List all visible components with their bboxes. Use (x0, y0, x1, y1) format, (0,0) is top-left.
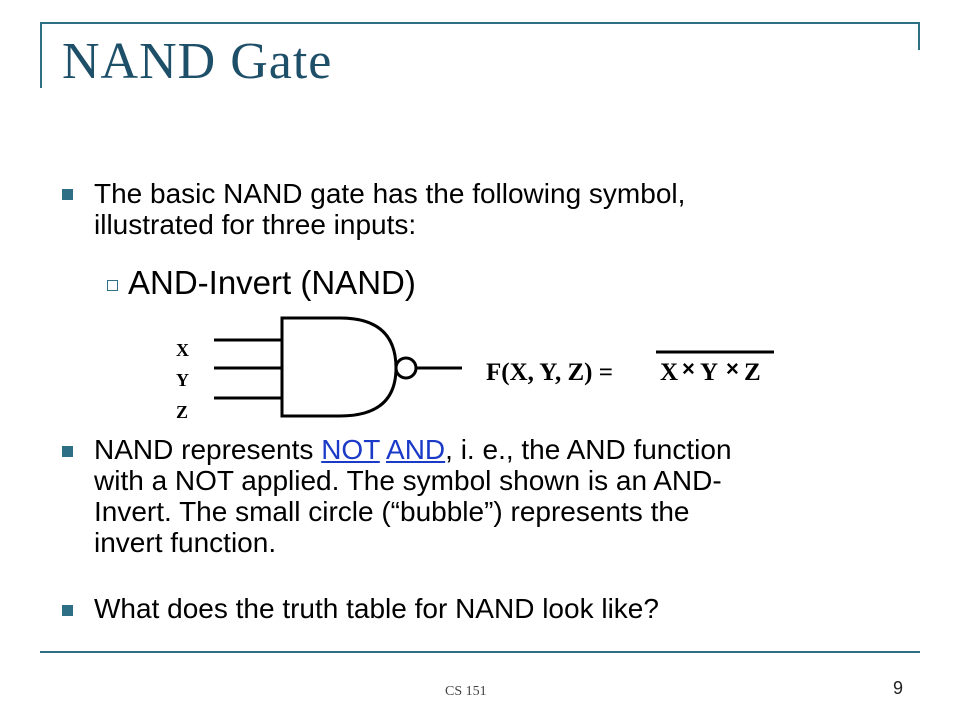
bullet2-text: NAND represents NOT AND, i. e., the AND … (94, 434, 914, 558)
bullet1-line1: The basic NAND gate has the following sy… (94, 178, 686, 209)
formula-separator-1: × (682, 356, 695, 381)
and-link[interactable]: AND (386, 434, 446, 465)
input-label-y: Y (176, 370, 189, 390)
bullet3-text: What does the truth table for NAND look … (94, 593, 659, 624)
frame-top-line (40, 22, 920, 24)
slide-title: NAND Gate (62, 33, 333, 90)
bullet2-line4: invert function. (94, 527, 277, 558)
input-label-z: Z (176, 402, 188, 422)
nand-gate-diagram: X Y Z F(X, Y, Z) = X × Y × Z (176, 316, 774, 422)
footer-course: CS 151 (445, 684, 487, 699)
page-number: 9 (893, 678, 904, 698)
bullet2-line2: with a NOT applied. The symbol shown is … (94, 465, 722, 496)
subbullet-text: AND-Invert (NAND) (128, 264, 416, 301)
formula-term-y: Y (700, 359, 718, 386)
sub-bullet-marker (107, 280, 118, 291)
bullet2-prefix: NAND represents (94, 434, 322, 465)
formula-term-z: Z (744, 359, 761, 386)
invert-bubble-icon (394, 356, 418, 380)
bullet-marker (62, 446, 73, 457)
frame-left-line (40, 22, 42, 88)
bullet1-line2: illustrated for three inputs: (94, 209, 417, 240)
frame-right-line (918, 22, 920, 50)
bullet-marker (62, 605, 73, 616)
bullet2-line3: Invert. The small circle (“bubble”) repr… (94, 496, 690, 527)
not-link[interactable]: NOT (321, 434, 380, 465)
bullet-marker (62, 189, 73, 200)
formula-separator-2: × (726, 356, 739, 381)
frame-bottom-line (40, 651, 920, 653)
bullet2-line1: NAND represents NOT AND, i. e., the AND … (94, 434, 914, 465)
formula-term-x: X (660, 359, 678, 386)
bullet1-text: The basic NAND gate has the following sy… (94, 178, 874, 240)
bullet2-suffix: , i. e., the AND function (445, 434, 732, 465)
formula-left: F(X, Y, Z) = (486, 359, 613, 386)
input-label-x: X (176, 340, 189, 360)
and-gate-body (280, 316, 398, 418)
